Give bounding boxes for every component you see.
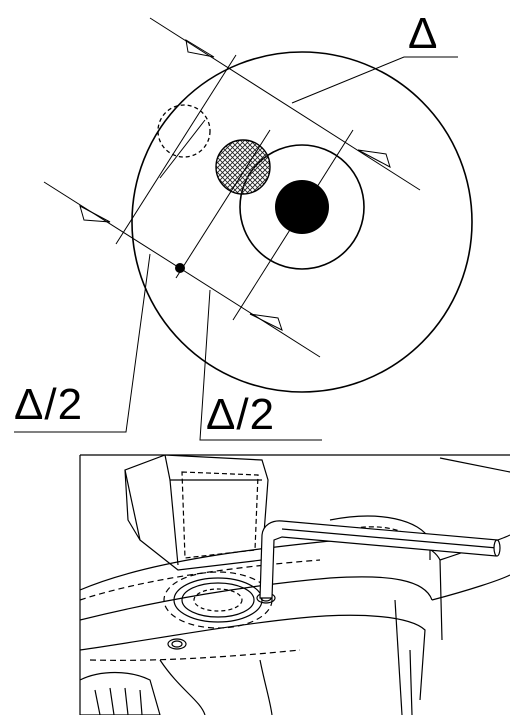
upper-dimension-line [149, 17, 421, 191]
alignment-diagram [14, 17, 473, 441]
extension-lines [115, 54, 354, 321]
reference-circle [239, 144, 365, 270]
lower-dimension-line [43, 181, 321, 358]
delta-label: Δ [408, 9, 439, 58]
knob [80, 671, 161, 715]
cap-block [124, 455, 269, 571]
leader-lines [14, 56, 458, 441]
half-delta-label-left: Δ/2 [14, 380, 84, 429]
illustration-frame [79, 454, 510, 715]
screw-left [167, 638, 187, 650]
outer-circle [131, 51, 473, 393]
center-point [275, 180, 329, 234]
cable-line [439, 457, 510, 473]
round-seat [163, 571, 273, 629]
hatched-circle [215, 139, 271, 195]
dashed-circle [157, 104, 211, 158]
hex-key [259, 520, 501, 599]
half-delta-label-right: Δ/2 [206, 390, 276, 439]
